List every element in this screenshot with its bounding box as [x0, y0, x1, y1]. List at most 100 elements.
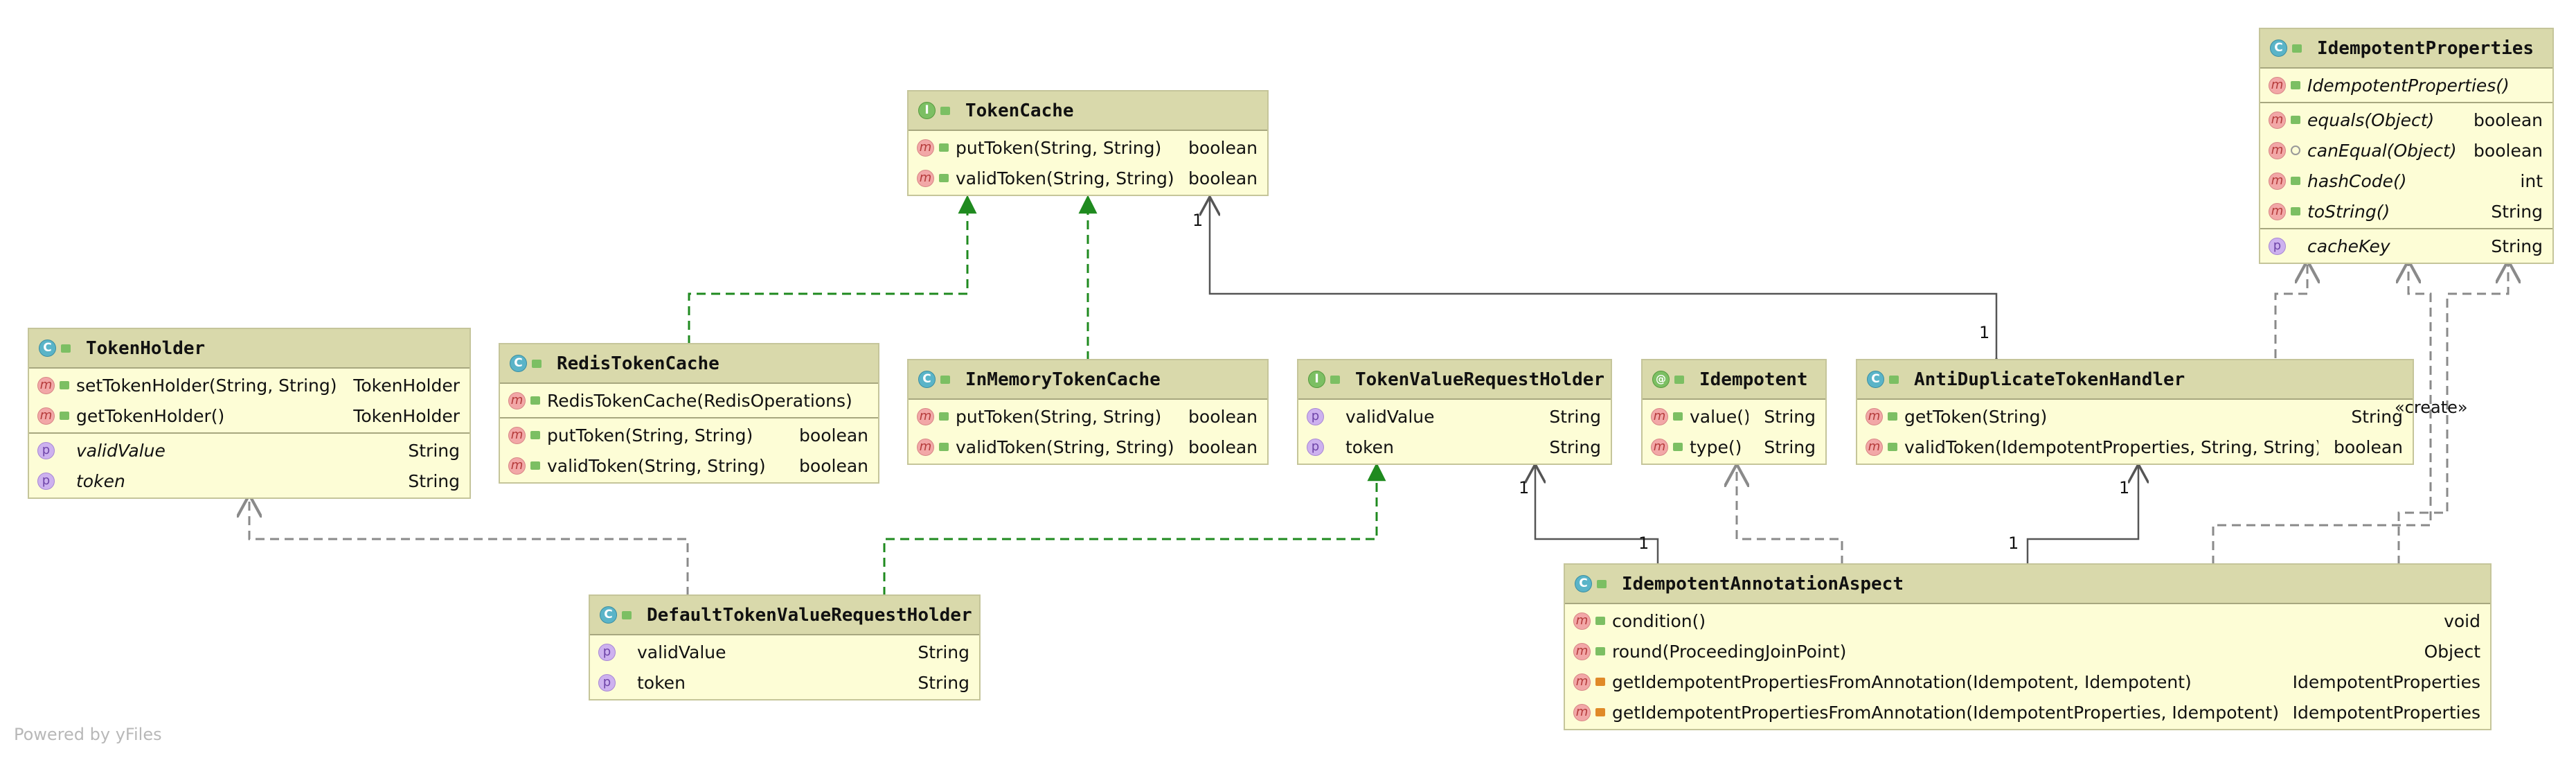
member-type: TokenHolder	[353, 405, 460, 426]
member-name: condition()	[1612, 610, 1706, 631]
multiplicity-label: 1	[2008, 534, 2019, 553]
member-type: IdempotentProperties	[2292, 671, 2480, 692]
member-type: IdempotentProperties	[2292, 702, 2480, 723]
member-type: String	[408, 440, 460, 461]
public-visibility-icon	[939, 443, 949, 451]
public-visibility-icon	[939, 143, 949, 152]
public-visibility-icon	[1888, 412, 1897, 421]
member-type: boolean	[2334, 437, 2403, 457]
property-icon: p	[37, 472, 55, 490]
member-name: getToken(String)	[1904, 406, 2048, 427]
public-visibility-icon	[1673, 412, 1683, 421]
member-name: RedisTokenCache(RedisOperations)	[547, 390, 852, 411]
public-visibility-icon	[530, 396, 540, 405]
public-visibility-icon	[2291, 207, 2300, 215]
member-type: String	[918, 642, 969, 662]
public-visibility-icon	[1889, 375, 1899, 384]
member-name: validToken(IdempotentProperties, String,…	[1904, 437, 2319, 457]
method-icon: m	[917, 169, 934, 187]
public-visibility-icon	[530, 461, 540, 470]
method-icon: m	[2269, 172, 2286, 190]
no-visibility-icon	[60, 446, 69, 455]
member-name: type()	[1690, 437, 1742, 457]
no-visibility-icon	[620, 678, 630, 687]
property-icon: p	[1307, 407, 1324, 425]
package-visibility-icon	[2291, 146, 2300, 155]
method-icon: m	[1573, 673, 1591, 691]
class-name: IdempotentProperties	[2317, 37, 2534, 59]
multiplicity-label: 1	[2119, 478, 2130, 497]
edge-aspect-depends-properties	[2397, 261, 2508, 565]
class-name: Idempotent	[1699, 369, 1808, 390]
public-visibility-icon	[2291, 81, 2300, 89]
property-icon: p	[598, 643, 616, 661]
class-icon: C	[510, 355, 527, 372]
member-name: token	[1345, 437, 1394, 457]
public-visibility-icon	[1888, 443, 1897, 451]
public-visibility-icon	[61, 344, 71, 353]
multiplicity-label: 1	[1192, 211, 1204, 230]
no-visibility-icon	[2291, 242, 2300, 250]
method-icon: m	[508, 457, 526, 475]
method-icon: m	[917, 139, 934, 157]
member-type: void	[2444, 610, 2480, 631]
property-icon: p	[2269, 237, 2286, 255]
class-name: AntiDuplicateTokenHandler	[1914, 369, 2185, 390]
class-icon: C	[2270, 39, 2287, 57]
edge-aspect-depends-idempotent	[1737, 464, 1843, 565]
public-visibility-icon	[1595, 617, 1605, 625]
public-visibility-icon	[60, 412, 69, 420]
multiplicity-label: 1	[1638, 534, 1649, 553]
no-visibility-icon	[620, 648, 630, 656]
public-visibility-icon	[2292, 44, 2302, 53]
private-lock-icon	[1595, 708, 1605, 716]
no-visibility-icon	[1329, 443, 1339, 451]
